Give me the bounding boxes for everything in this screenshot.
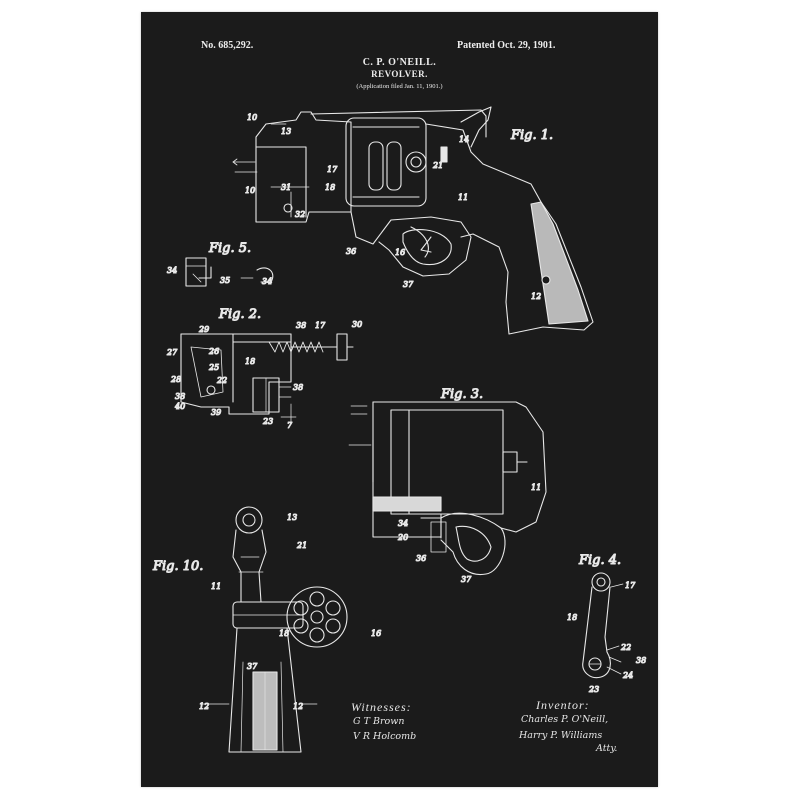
ref-21-b: 21 xyxy=(296,541,307,550)
patent-drawings: Fig. 1. 10 13 14 17 21 11 31 18 10 32 36… xyxy=(151,106,647,753)
witness-1-signature: G T Brown xyxy=(353,716,405,727)
ref-34-c: 34 xyxy=(398,519,408,528)
ref-29: 29 xyxy=(198,325,209,334)
ref-16-b: 16 xyxy=(371,629,381,638)
ref-16-a: 16 xyxy=(395,248,405,257)
fig10-label: Fig. 10. xyxy=(152,559,203,574)
ref-18-a: 18 xyxy=(325,183,335,192)
ref-12-b: 12 xyxy=(199,702,209,711)
ref-12-c: 12 xyxy=(293,702,303,711)
patent-number: No. 685,292. xyxy=(201,40,254,51)
ref-25: 25 xyxy=(208,363,219,372)
figure-4-latch xyxy=(582,572,624,679)
patent-title: REVOLVER. xyxy=(371,69,428,79)
ref-18-c: 18 xyxy=(567,613,577,622)
figure-5-detail xyxy=(185,257,274,287)
ref-14: 14 xyxy=(459,135,469,144)
inventor-name: C. P. O'NEILL. xyxy=(362,57,437,68)
figure-3-frame-section xyxy=(348,401,547,576)
application-date: (Application filed Jan. 11, 1901.) xyxy=(356,83,443,90)
ref-31: 31 xyxy=(281,183,291,192)
ref-39: 39 xyxy=(211,408,221,417)
figure-2-sectional-view xyxy=(180,333,354,425)
ref-38-c: 38 xyxy=(175,392,185,401)
ref-22-b: 22 xyxy=(620,643,631,652)
ref-13-b: 13 xyxy=(287,513,297,522)
fig1-label: Fig. 1. xyxy=(510,128,553,143)
ref-36-b: 36 xyxy=(416,554,426,563)
ref-26: 26 xyxy=(208,347,219,356)
ref-18-d: 18 xyxy=(279,629,289,638)
inventor-signature: Charles P. O'Neill, xyxy=(521,714,609,725)
ref-34-b: 34 xyxy=(262,277,272,286)
witness-2-signature: V R Holcomb xyxy=(353,731,417,742)
ref-37-c: 37 xyxy=(247,662,258,671)
attorney-signature: Harry P. Williams xyxy=(519,730,603,741)
ref-22-a: 22 xyxy=(216,376,227,385)
ref-11-c: 11 xyxy=(211,582,221,591)
ref-21-a: 21 xyxy=(432,161,443,170)
ref-36-a: 36 xyxy=(346,247,356,256)
ref-32: 32 xyxy=(295,210,305,219)
ref-20: 20 xyxy=(397,533,408,542)
ref-38-a: 38 xyxy=(296,321,306,330)
ref-38-b: 38 xyxy=(293,383,303,392)
ref-17-a: 17 xyxy=(327,165,338,174)
ref-10-b: 10 xyxy=(245,186,255,195)
attorney-abbrev: Atty. xyxy=(596,743,618,754)
fig4-label: Fig. 4. xyxy=(578,553,621,568)
ref-38-d: 38 xyxy=(636,656,646,665)
figure-10-rear-view xyxy=(200,506,348,753)
ref-13-a: 13 xyxy=(281,127,291,136)
ref-28: 28 xyxy=(170,375,181,384)
ref-35: 35 xyxy=(220,276,230,285)
patent-sheet: No. 685,292. Patented Oct. 29, 1901. C. … xyxy=(141,12,658,787)
fig3-label: Fig. 3. xyxy=(440,387,483,402)
patent-date: Patented Oct. 29, 1901. xyxy=(457,40,556,51)
ref-12-a: 12 xyxy=(531,292,541,301)
ref-11-a: 11 xyxy=(458,193,468,202)
ref-7: 7 xyxy=(287,421,293,430)
ref-40: 40 xyxy=(174,402,185,411)
figure-1-revolver-side-view xyxy=(232,106,594,335)
ref-17-c: 17 xyxy=(625,581,636,590)
ref-24: 24 xyxy=(622,671,633,680)
fig5-label: Fig. 5. xyxy=(208,241,251,256)
ref-23-a: 23 xyxy=(262,417,273,426)
ref-27: 27 xyxy=(166,348,178,357)
ref-37-a: 37 xyxy=(403,280,414,289)
inventor-label: Inventor: xyxy=(536,698,590,712)
ref-34-a: 34 xyxy=(167,266,177,275)
witnesses-label: Witnesses: xyxy=(351,700,412,714)
ref-23-b: 23 xyxy=(588,685,599,694)
ref-10-a: 10 xyxy=(247,113,257,122)
ref-11-b: 11 xyxy=(531,483,541,492)
ref-18-b: 18 xyxy=(245,357,255,366)
fig2-label: Fig. 2. xyxy=(218,307,261,322)
ref-17-b: 17 xyxy=(315,321,326,330)
ref-37-b: 37 xyxy=(461,575,472,584)
ref-30: 30 xyxy=(352,320,362,329)
